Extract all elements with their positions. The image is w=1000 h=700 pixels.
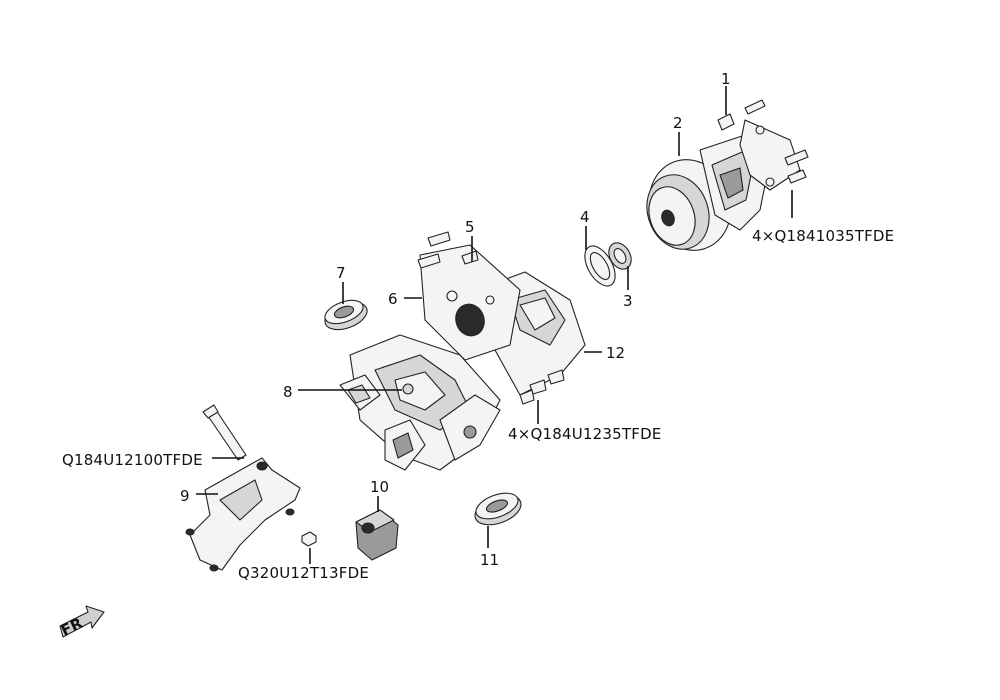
front-direction-arrow: FR [58, 605, 105, 640]
bushing-ring [474, 492, 522, 526]
callout-9: 9 [180, 487, 190, 505]
oil-seal [324, 299, 368, 331]
callout-5: 5 [465, 218, 475, 236]
plug-part [402, 383, 414, 395]
hex-nut [301, 531, 317, 547]
leader-lines [196, 86, 793, 564]
callout-8: 8 [283, 383, 293, 401]
callout-2: 2 [673, 114, 683, 132]
main-bracket-housing [339, 231, 586, 471]
callout-3: 3 [623, 292, 633, 310]
callout-10: 10 [370, 478, 389, 496]
part-number-bracket-bolts: 4×Q184U1235TFDE [508, 425, 662, 443]
rubber-bushing [355, 509, 399, 561]
callout-7: 7 [336, 264, 346, 282]
callout-1: 1 [721, 70, 731, 88]
mount-bracket [185, 404, 301, 572]
callout-12: 12 [606, 344, 625, 362]
callout-4: 4 [580, 208, 590, 226]
gasket-ring [584, 245, 616, 287]
seal-ring [608, 242, 632, 270]
callout-6: 6 [388, 290, 398, 308]
part-number-mount-bolt: Q184U12100TFDE [62, 451, 203, 469]
part-number-nut: Q320U12T13FDE [238, 564, 369, 582]
water-pump-assembly [646, 99, 809, 251]
callout-labels: 1 2 3 4 5 6 7 8 9 10 11 12 4×Q1841035TFD… [62, 70, 894, 582]
part-number-pump-bolts: 4×Q1841035TFDE [752, 227, 894, 245]
callout-11: 11 [480, 551, 499, 569]
